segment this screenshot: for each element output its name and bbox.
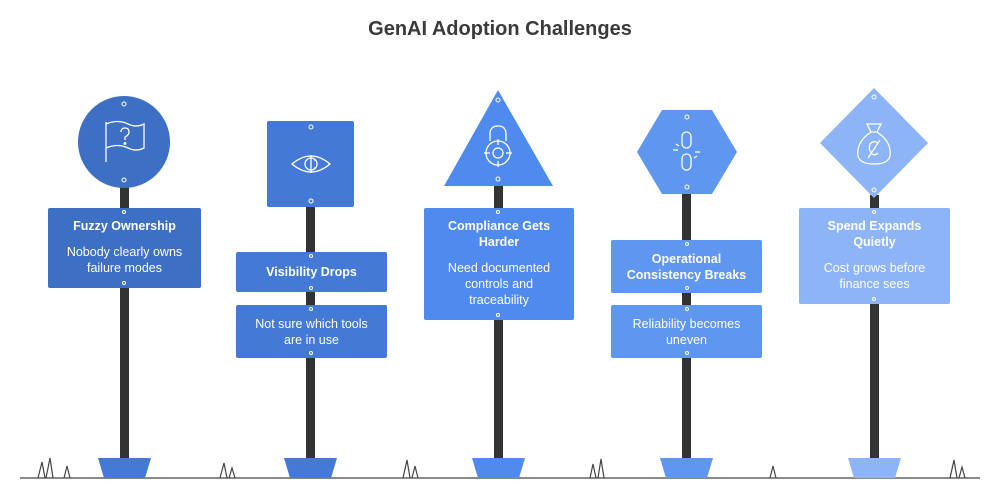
pole-base [848, 458, 901, 478]
panel-compliance: Compliance Gets Harder Need documented c… [424, 208, 574, 320]
panel-heading: Operational Consistency Breaks [626, 251, 747, 282]
broken-link-icon [673, 131, 700, 171]
sign-head-hexagon [637, 110, 737, 194]
panel-description: Not sure which tools are in use [255, 316, 368, 347]
panel-heading: Visibility Drops [266, 265, 357, 279]
pole [494, 182, 503, 460]
panel-description: Nobody clearly owns failure modes [66, 245, 183, 275]
sign-operational [637, 110, 737, 478]
pole-base [98, 458, 151, 478]
sign-fuzzy-ownership [78, 96, 170, 478]
sign-head-circle [78, 96, 170, 188]
sign-visibility-drops [267, 121, 354, 478]
diagram-title: GenAI Adoption Challenges [368, 18, 632, 40]
panel-fuzzy-ownership: Fuzzy Ownership Nobody clearly owns fail… [48, 208, 201, 288]
panel-operational: Operational Consistency Breaks [611, 240, 762, 293]
pole [870, 195, 879, 460]
panel-description: Cost grows before finance sees [823, 261, 926, 291]
sign-spend [820, 88, 928, 478]
pole [120, 185, 129, 460]
panel-visibility-desc: Not sure which tools are in use [236, 305, 387, 358]
question-flag-icon [105, 120, 145, 162]
panel-description: Reliability becomes uneven [632, 316, 741, 347]
panel-spend: Spend Expands Quietly Cost grows before … [799, 208, 950, 304]
money-bag-icon [857, 123, 891, 165]
panel-heading: Spend Expands Quietly [827, 219, 922, 249]
panel-heading: Fuzzy Ownership [73, 219, 176, 233]
panel-operational-desc: Reliability becomes uneven [611, 305, 762, 358]
pole-base [284, 458, 337, 478]
panel-heading: Compliance Gets Harder [447, 219, 551, 249]
sign-compliance [444, 90, 553, 478]
sign-head-triangle [444, 90, 553, 186]
pole-base [660, 458, 713, 478]
sign-head-diamond [820, 88, 928, 198]
eye-scan-icon [290, 155, 332, 173]
lock-crosshair-icon [484, 125, 512, 167]
pole-base [472, 458, 525, 478]
panel-visibility-drops: Visibility Drops [236, 252, 387, 292]
panel-description: Need documented controls and traceabilit… [447, 261, 551, 307]
